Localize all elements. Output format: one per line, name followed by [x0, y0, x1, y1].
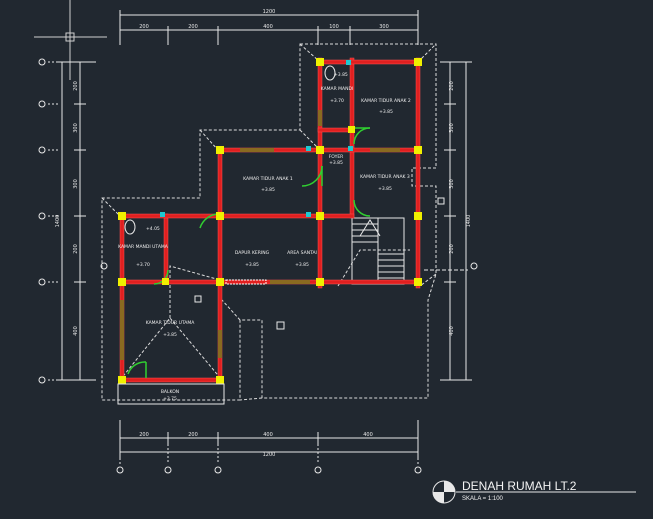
room-foyer-level: +3.85 [329, 160, 343, 166]
column [216, 212, 224, 220]
roof-outline [101, 43, 437, 401]
room-anak-2-level: +3.85 [379, 109, 393, 115]
column [118, 376, 126, 384]
wall [119, 377, 223, 383]
fixtures [117, 65, 445, 405]
dim-right-1: 200 [449, 81, 455, 91]
dim-top-total: 1200 [263, 9, 276, 15]
windows [160, 60, 353, 217]
dim-left-2: 300 [73, 123, 79, 133]
room-kamar-mandi-utama-level: +3.70 [136, 262, 150, 268]
room-anak-2-name: KAMAR TIDUR ANAK 2 [361, 98, 411, 104]
dim-right-total: 1400 [466, 215, 472, 228]
room-area-santai-name: AREA SANTAI [287, 250, 317, 256]
dim-bottom-2: 200 [188, 432, 198, 438]
column [216, 278, 224, 286]
dim-left-4: 200 [73, 244, 79, 254]
dim-bottom-1: 200 [139, 432, 149, 438]
room-area-santai-level: +3.85 [295, 262, 309, 268]
room-balkon-name: BALKON [161, 389, 179, 395]
level-marker-lower: +4.05 [146, 226, 160, 232]
column [316, 146, 324, 154]
window-frames [120, 110, 400, 360]
room-anak-1-level: +3.85 [261, 187, 275, 193]
column [162, 278, 169, 285]
toilet-icon [324, 65, 336, 81]
dim-top-5: 300 [379, 24, 389, 30]
column [316, 278, 324, 286]
toilet-icon [124, 219, 136, 235]
grid-bubbles [38, 58, 478, 474]
title-block: DENAH RUMAH LT.2 SKALA = 1:100 [432, 479, 636, 504]
room-foyer-name: FOYER [329, 154, 344, 160]
dim-top-4: 100 [329, 24, 339, 30]
dim-right-4: 200 [449, 244, 455, 254]
dim-top-3: 400 [263, 24, 273, 30]
dim-left-3: 300 [73, 179, 79, 189]
dim-bottom-4: 400 [363, 432, 373, 438]
dim-left-total: 1400 [55, 215, 61, 228]
column [414, 58, 422, 66]
column [316, 58, 324, 66]
dim-bottom-total: 1200 [263, 452, 276, 458]
room-kamar-utama-level: +3.85 [163, 332, 177, 338]
column [414, 146, 422, 154]
drawing-title: DENAH RUMAH LT.2 [462, 479, 577, 493]
room-kamar-mandi-level: +3.70 [330, 98, 344, 104]
sliding-window [225, 279, 267, 285]
wall [415, 57, 421, 289]
room-balkon-level: +3.75 [163, 396, 177, 402]
dim-right-5: 400 [449, 326, 455, 336]
column [348, 126, 355, 133]
column [414, 212, 422, 220]
dim-left-5: 400 [73, 326, 79, 336]
level-marker-upper: +3.85 [334, 72, 348, 78]
opening-marker [194, 295, 202, 303]
wall [349, 57, 355, 219]
dim-top-1: 200 [139, 24, 149, 30]
room-anak-3-name: KAMAR TIDUR ANAK 3 [360, 174, 410, 180]
room-anak-1-name: KAMAR TIDUR ANAK 1 [243, 176, 293, 182]
room-kamar-mandi-utama-name: KAMAR MANDI UTAMA [118, 244, 169, 250]
dim-top-2: 200 [188, 24, 198, 30]
column [216, 376, 224, 384]
dim-bottom-3: 400 [263, 432, 273, 438]
dimension-lines [48, 10, 472, 464]
drawing-scale: SKALA = 1:100 [462, 496, 504, 502]
dim-right-2: 300 [449, 123, 455, 133]
column [118, 278, 126, 286]
room-dapur-kering-level: +3.85 [245, 262, 259, 268]
columns [118, 58, 422, 384]
room-kamar-mandi-name: KAMAR MANDI [321, 86, 354, 92]
wall [317, 59, 421, 65]
opening-marker [437, 197, 445, 205]
column [316, 212, 324, 220]
section-symbol-fill [444, 481, 455, 492]
room-kamar-utama-name: KAMAR TIDUR UTAMA [146, 320, 196, 326]
column [414, 278, 422, 286]
cursor-crosshair [34, 0, 107, 80]
balcony-railing [117, 383, 225, 405]
opening-marker [276, 321, 285, 330]
column [216, 146, 224, 154]
dim-left-1: 200 [73, 81, 79, 91]
room-anak-3-level: +3.85 [378, 186, 392, 192]
dim-right-3: 300 [449, 179, 455, 189]
room-dapur-kering-name: DAPUR KERING [235, 250, 270, 256]
column [118, 212, 126, 220]
